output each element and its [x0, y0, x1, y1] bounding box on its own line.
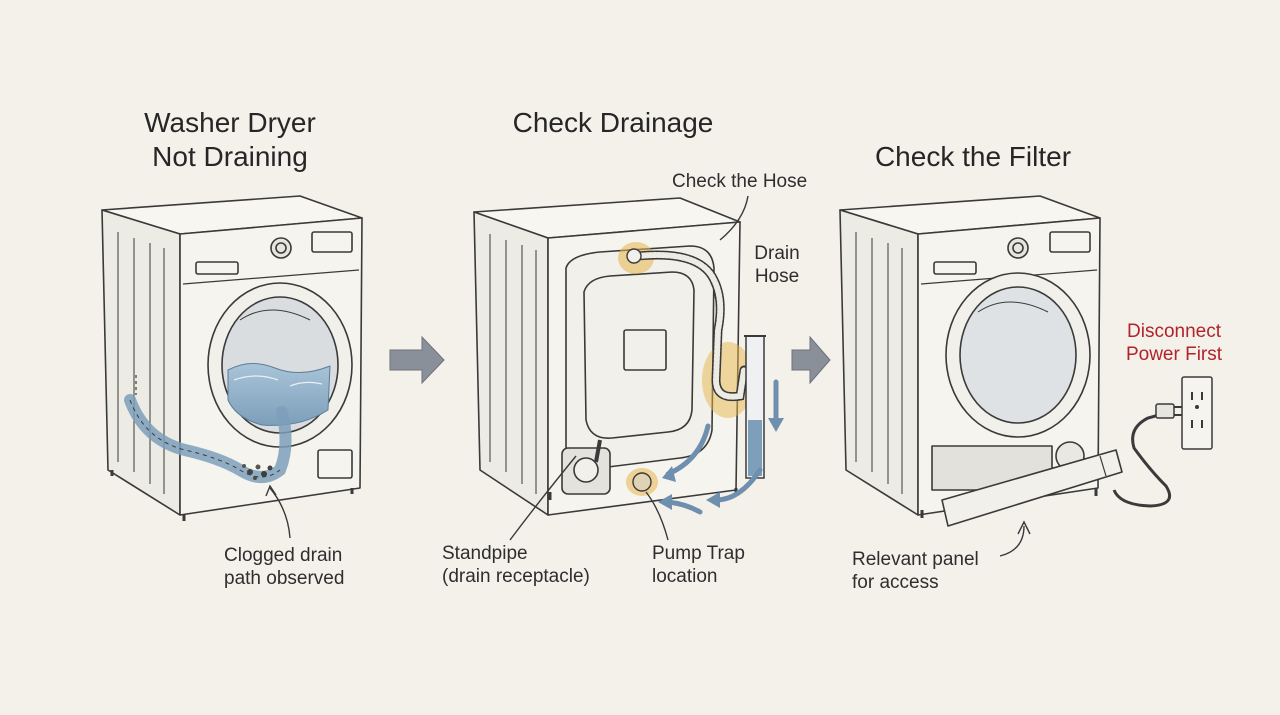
panel-access-leader	[999, 520, 1031, 557]
warning-line1: Disconnect	[1127, 321, 1221, 342]
power-outlet	[1181, 376, 1213, 450]
drain-hose-callout: Drain Hose	[746, 242, 808, 288]
clogged-callout-line1: Clogged drain	[224, 545, 343, 566]
drain-hose-line2: Hose	[754, 266, 800, 288]
drain-hose	[626, 248, 749, 402]
power-cord	[1112, 403, 1182, 508]
washer-filter-illustration	[839, 195, 1123, 527]
drain-hose-line1: Drain	[754, 243, 800, 264]
access-panel-callout: Relevant panel for access	[852, 548, 979, 594]
step-arrow-1	[389, 335, 445, 385]
clogged-callout-leader	[269, 487, 291, 539]
access-panel-line2: for access	[852, 572, 939, 594]
clogged-callout-line2: path observed	[224, 568, 345, 590]
clogged-drain-path	[124, 375, 292, 483]
check-hose-callout: Check the Hose	[672, 171, 808, 192]
panel1-title: Washer Dryer Not Draining	[120, 106, 340, 174]
flow-arrowheads	[658, 418, 784, 510]
panel2-title: Check Drainage	[512, 107, 714, 138]
standpipe-callout: Standpipe (drain receptacle)	[442, 542, 590, 588]
panel3-title: Check the Filter	[874, 141, 1072, 172]
standpipe-line2: (drain receptacle)	[442, 566, 590, 588]
washer-rear-illustration	[473, 197, 741, 516]
standpipe-line1: Standpipe	[442, 543, 528, 564]
pump-trap-line2: location	[652, 566, 718, 588]
panel2-leaders	[509, 195, 749, 541]
pump-trap-cap	[632, 472, 652, 492]
panel1-title-line1: Washer Dryer	[144, 107, 316, 138]
pump-trap-line1: Pump Trap	[652, 543, 745, 564]
pump-trap-callout: Pump Trap location	[652, 542, 745, 588]
disconnect-power-warning: Disconnect Power First	[1114, 320, 1234, 366]
step-arrow-2	[791, 335, 831, 385]
access-panel-line1: Relevant panel	[852, 549, 979, 570]
warning-line2: Power First	[1125, 344, 1223, 366]
standpipe	[744, 335, 766, 479]
clogged-drain-callout: Clogged drain path observed	[224, 544, 344, 590]
panel1-title-line2: Not Draining	[152, 141, 308, 173]
